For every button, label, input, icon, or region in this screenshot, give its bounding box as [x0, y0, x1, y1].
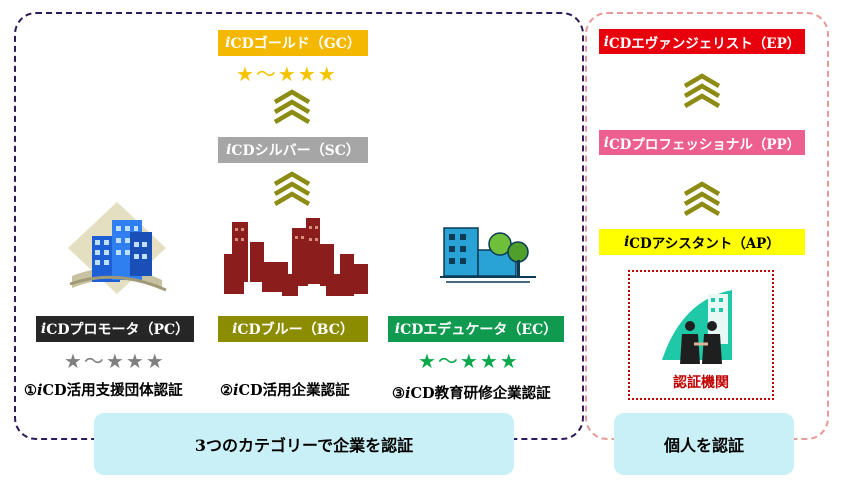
caption-support-organization: ①iCD活用支援団体認証 — [24, 382, 183, 399]
city-buildings-illustration — [224, 218, 368, 296]
individual-certification-banner: 個人を認証 — [614, 413, 794, 475]
certification-body-label: 認証機関 — [673, 375, 729, 391]
chevron-up-icon — [683, 73, 721, 108]
chevron-up-icon — [273, 89, 311, 124]
certification-body-box: 認証機関 — [628, 270, 774, 400]
corporate-certification-banner: 3つのカテゴリーで企業を認証 — [94, 413, 514, 475]
caption-training-company: ③iCD教育研修企業認証 — [392, 385, 551, 402]
educator-stars: ★～★★★ — [418, 349, 520, 373]
promoter-stars: ★～★★★ — [64, 349, 166, 373]
gold-stars: ★～★★★ — [236, 62, 338, 86]
building-with-trees-illustration — [440, 227, 536, 283]
business-people-illustration — [662, 290, 732, 364]
chevron-up-icon — [683, 181, 721, 216]
chevron-up-icon — [273, 171, 311, 206]
caption-user-company: ②iCD活用企業認証 — [220, 382, 350, 399]
office-building-illustration — [68, 202, 167, 294]
